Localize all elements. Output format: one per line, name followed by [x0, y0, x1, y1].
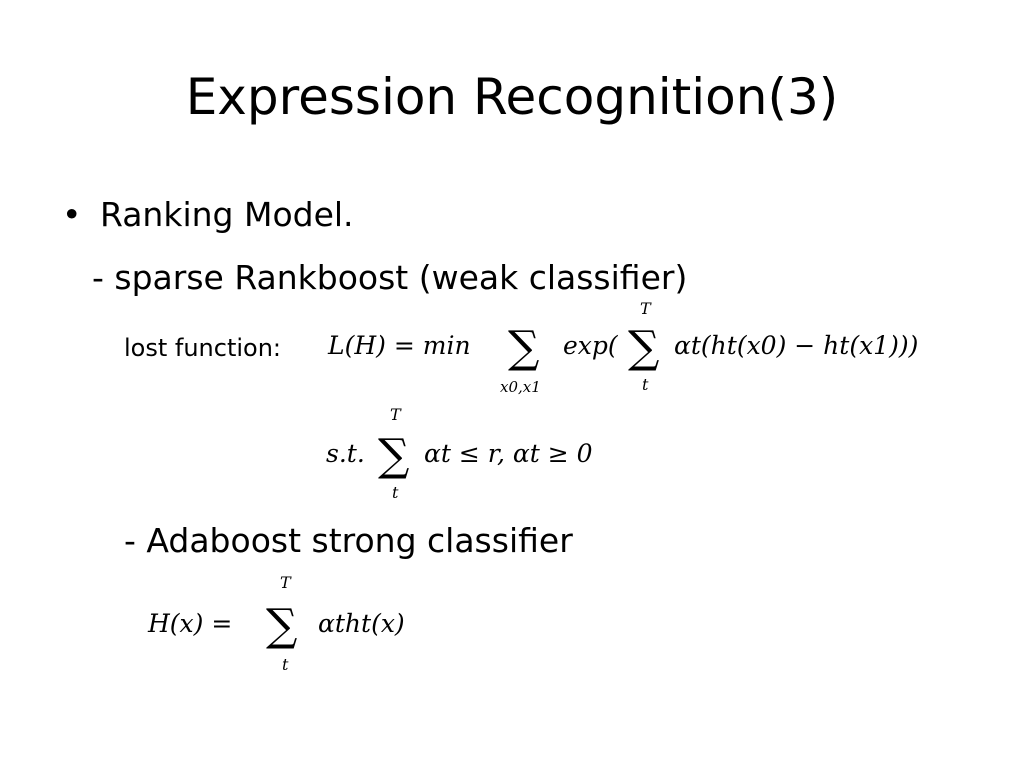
slide-title: Expression Recognition(3): [185, 68, 839, 126]
constraint-st: s.t.: [326, 439, 365, 468]
constraint-equation: s.t. T ∑ t αt ≤ r, αt ≥ 0: [326, 404, 626, 504]
strong-lhs: H(x) =: [147, 609, 232, 638]
loss-exp: exp(: [563, 331, 619, 360]
sum2-superscript: T: [640, 299, 652, 318]
constraint-sum-symbol: ∑: [378, 430, 409, 481]
strong-sum-symbol: ∑: [266, 600, 297, 651]
constraint-superscript: T: [390, 405, 402, 424]
sub-item-rankboost: - sparse Rankboost (weak classifier): [92, 258, 688, 297]
strong-body: αtht(x): [318, 609, 405, 638]
sum1-subscript: x0,x1: [500, 378, 541, 396]
bullet-item: • Ranking Model.: [62, 193, 354, 237]
sum2-subscript: t: [642, 375, 649, 394]
bullet-icon: •: [62, 195, 82, 234]
strong-classifier-equation: H(x) = T ∑ t αtht(x): [147, 572, 448, 676]
strong-superscript: T: [280, 573, 292, 592]
bullet-text: Ranking Model.: [100, 195, 354, 234]
sum-symbol-2: ∑: [628, 322, 659, 373]
loss-equation-svg: L(H) = min ∑ x0,x1 exp( T ∑ t αt(ht(x0) …: [327, 299, 918, 396]
loss-body: αt(ht(x0) − ht(x1))): [674, 331, 918, 360]
constraint-subscript: t: [392, 483, 399, 502]
strong-classifier-svg: H(x) = T ∑ t αtht(x): [147, 573, 405, 674]
loss-equation: L(H) = min ∑ x0,x1 exp( T ∑ t αt(ht(x0) …: [327, 299, 948, 400]
constraint-body: αt ≤ r, αt ≥ 0: [424, 439, 593, 468]
strong-subscript: t: [282, 655, 289, 674]
loss-lhs: L(H) = min: [327, 331, 471, 360]
lost-function-label: lost function:: [124, 334, 282, 362]
constraint-equation-svg: s.t. T ∑ t αt ≤ r, αt ≥ 0: [326, 405, 593, 502]
sub-item-adaboost: - Adaboost strong classifier: [124, 521, 573, 560]
sum-symbol-1: ∑: [508, 322, 539, 373]
